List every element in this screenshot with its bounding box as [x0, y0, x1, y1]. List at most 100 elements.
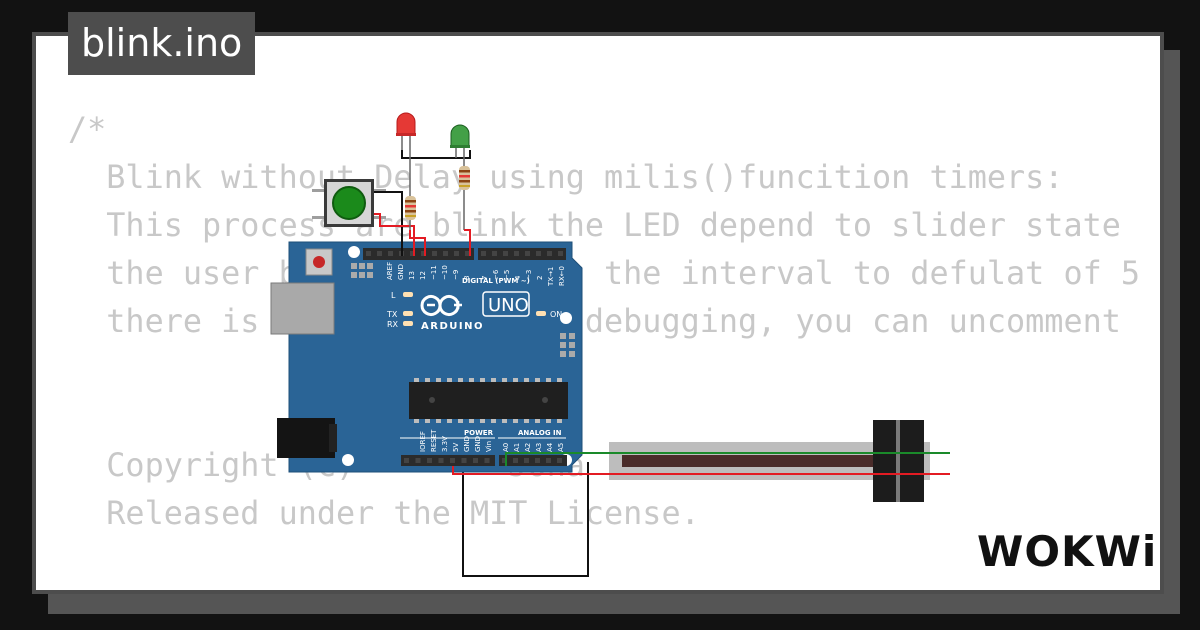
- arduino-board[interactable]: AREF GND 13 12 ~11 ~10 ~9 8 7 ~6 ~5 4 ~3…: [270, 241, 583, 473]
- pin-label: GND: [463, 436, 471, 452]
- led-l-label: L: [391, 291, 396, 300]
- header-pin: [450, 458, 455, 463]
- arduino-logo: [420, 295, 462, 316]
- code-editor: /* Blink without Delay using milis()func…: [68, 106, 1140, 538]
- header-pin: [432, 251, 437, 256]
- pin-label: A3: [535, 443, 543, 452]
- header-pin: [388, 251, 393, 256]
- header-pin: [503, 251, 508, 256]
- wokwi-logo: WOKWi: [977, 527, 1153, 576]
- header-pin: [377, 251, 382, 256]
- header-pin: [547, 251, 552, 256]
- pin-label: 5V: [452, 443, 460, 452]
- chip-leg: [469, 378, 474, 382]
- header-pin: [427, 458, 432, 463]
- header-pin: [513, 458, 518, 463]
- code-line: /*: [68, 111, 107, 148]
- header-pin: [438, 458, 444, 463]
- slide-potentiometer[interactable]: [609, 420, 930, 502]
- pin-label: A1: [513, 443, 521, 452]
- led-rx-label: RX: [387, 320, 399, 329]
- pin-label: ~3: [525, 270, 533, 280]
- led-tx: [403, 311, 413, 316]
- green-led[interactable]: [450, 124, 470, 166]
- analog-label: ANALOG IN: [518, 429, 562, 437]
- chip-leg: [491, 378, 496, 382]
- chip-leg: [414, 378, 419, 382]
- chip-leg: [524, 378, 529, 382]
- pin-label: ~6: [492, 269, 500, 280]
- push-button[interactable]: [312, 179, 386, 227]
- wire-green-led: [464, 229, 471, 256]
- icsp-header: [351, 263, 373, 278]
- pin-label: RX←0: [558, 266, 566, 286]
- pin-label: ~9: [452, 270, 460, 280]
- code-line: This process are blink the LED depend to…: [68, 207, 1121, 244]
- chip-leg: [535, 378, 540, 382]
- header-pin: [481, 251, 486, 256]
- power-header: [401, 455, 495, 466]
- chip-leg: [458, 419, 463, 423]
- chip-leg: [436, 378, 441, 382]
- resistor-red-led: [405, 196, 416, 230]
- code-line: Blink without Delay using milis()funciti…: [68, 159, 1064, 196]
- chip-leg: [469, 419, 474, 423]
- header-pin: [514, 251, 519, 256]
- pin-label: AREF: [386, 262, 394, 280]
- mount-hole: [348, 246, 360, 258]
- board-model: UNO: [488, 295, 529, 316]
- chip-leg: [546, 378, 551, 382]
- header-pin: [492, 251, 497, 256]
- header-pin: [557, 458, 562, 463]
- mount-hole: [560, 312, 572, 324]
- chip-leg: [546, 419, 551, 423]
- pin-label: GND: [397, 264, 405, 280]
- wire-red-led: [409, 230, 426, 256]
- wire-led-gnd: [401, 150, 471, 159]
- chip-leg: [425, 378, 430, 382]
- digital-header-low: [478, 248, 566, 260]
- chip-leg: [458, 378, 463, 382]
- wire-analog: [505, 452, 950, 466]
- header-pin: [461, 458, 467, 463]
- header-pin: [415, 458, 421, 463]
- chip-leg: [502, 419, 507, 423]
- pin-label: ~5: [503, 270, 511, 280]
- header-pin: [410, 251, 415, 256]
- header-pin: [502, 458, 507, 463]
- chip-leg: [557, 419, 562, 423]
- chip-leg: [491, 419, 496, 423]
- power-label: POWER: [464, 429, 494, 437]
- chip-leg: [502, 378, 507, 382]
- pin-label: ~10: [441, 265, 449, 280]
- pin-label: RESET: [430, 429, 438, 452]
- file-tab[interactable]: blink.ino: [68, 12, 256, 75]
- header-pin: [558, 251, 563, 256]
- usb-port: [270, 282, 335, 335]
- header-pin: [524, 458, 529, 463]
- code-card: /* Blink without Delay using milis()func…: [32, 32, 1164, 594]
- chip-leg: [513, 378, 518, 382]
- wire-button: [374, 213, 415, 256]
- mount-hole: [342, 454, 354, 466]
- chip-leg: [480, 378, 485, 382]
- header-pin: [535, 458, 540, 463]
- pin-label: A4: [546, 442, 554, 452]
- chip-leg: [447, 378, 452, 382]
- reset-button-cap: [313, 256, 325, 268]
- header-pin: [366, 251, 371, 256]
- code-line: the user b t the interval to defulat of …: [68, 255, 1141, 292]
- wire-vcc: [452, 466, 950, 475]
- digital-label: DIGITAL (PWM ~): [462, 277, 530, 285]
- red-led[interactable]: [396, 112, 416, 196]
- pin-label: A2: [524, 443, 532, 452]
- pin-label: 8: [463, 276, 471, 280]
- chip-leg: [447, 419, 452, 423]
- pin-label: 12: [419, 271, 427, 280]
- led-l: [403, 292, 413, 297]
- led-tx-label: TX: [386, 310, 398, 319]
- chip-leg: [414, 419, 419, 423]
- arduino-brand: ARDUINO: [421, 321, 484, 332]
- pin-label: IOREF: [419, 431, 427, 452]
